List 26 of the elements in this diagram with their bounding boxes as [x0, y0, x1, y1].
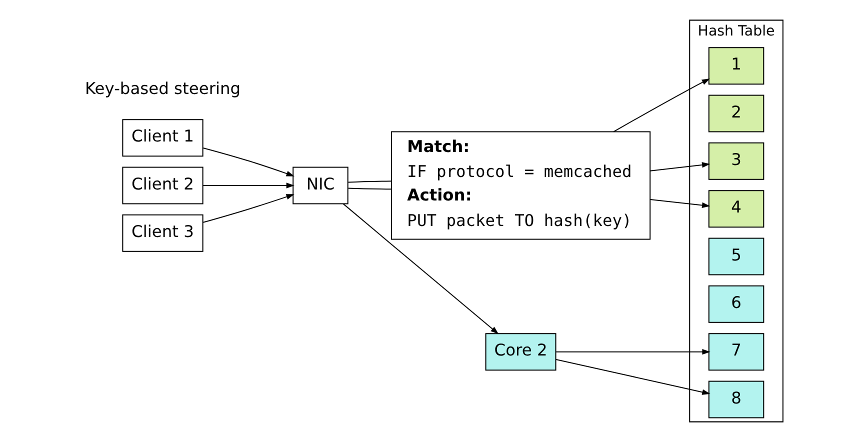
connector — [348, 188, 391, 190]
node-box: 6 — [708, 285, 764, 323]
arrow — [202, 194, 294, 223]
arrow — [342, 203, 498, 334]
arrow — [650, 199, 710, 208]
node-box: Match: IF protocol = memcached Action: PUT packet TO hash(key) — [390, 131, 650, 240]
arrow — [612, 78, 710, 132]
node-box: 5 — [708, 238, 764, 276]
node-box: 2 — [708, 94, 764, 132]
node-box: Core 2 — [484, 333, 556, 371]
node-box: Client 3 — [122, 214, 203, 252]
connector — [348, 180, 391, 183]
arrow — [556, 348, 710, 355]
node-box: 1 — [708, 47, 764, 85]
node-box: Client 2 — [122, 166, 203, 204]
arrow — [555, 358, 710, 395]
node-box: 7 — [708, 333, 764, 371]
arrow — [202, 147, 294, 176]
node-box: 4 — [708, 190, 764, 228]
arrow — [202, 182, 294, 188]
node-box: 8 — [708, 380, 764, 418]
node-box: Client 1 — [122, 119, 203, 157]
node-box: 3 — [708, 142, 764, 180]
arrow — [650, 162, 710, 172]
label: Key-based steering — [84, 79, 240, 98]
node-box: NIC — [292, 166, 348, 204]
